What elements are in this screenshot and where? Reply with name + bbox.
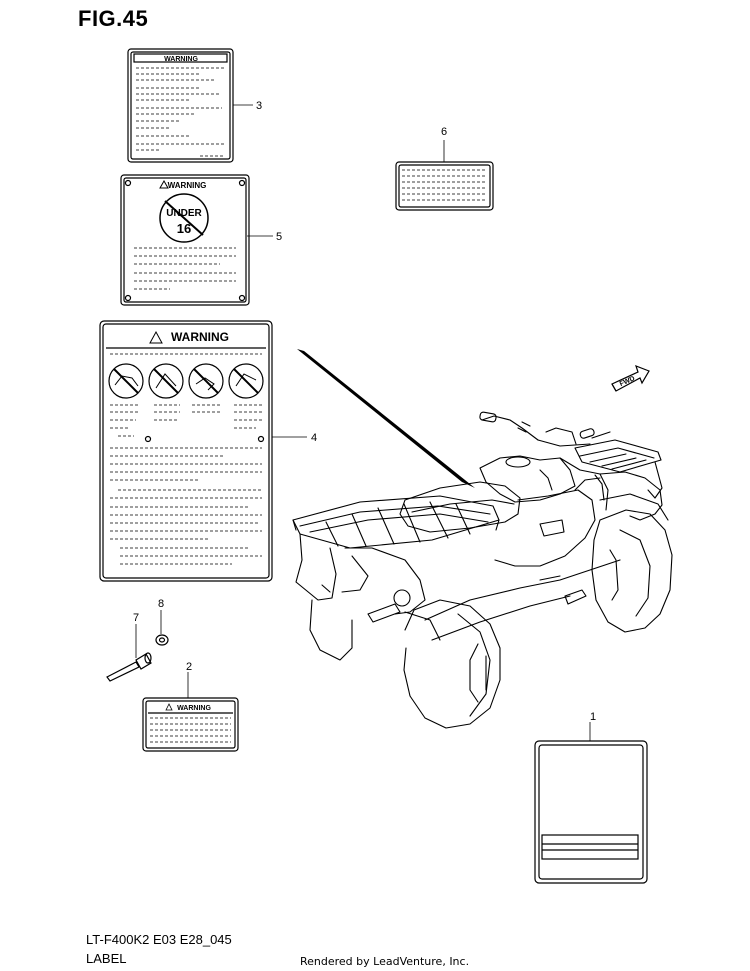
rivet-part-7[interactable]: [106, 652, 152, 682]
figure-title: FIG.45: [78, 6, 149, 31]
prohibition-circle: [159, 193, 209, 243]
label-part-6[interactable]: [395, 161, 494, 211]
label-part-3[interactable]: WARNING: [127, 48, 234, 163]
figure-caption: LABEL: [86, 951, 127, 966]
fwd-text: FWD: [619, 375, 636, 388]
fwd-arrow: FWD: [611, 364, 650, 392]
figure-code: LT-F400K2 E03 E28_045: [86, 932, 232, 947]
label-part-5[interactable]: WARNING UNDER 16: [120, 174, 250, 306]
rendered-by: Rendered by LeadVenture, Inc.: [300, 955, 470, 968]
callout-1[interactable]: 1: [590, 711, 596, 723]
washer-part-8[interactable]: [155, 634, 169, 646]
atv-illustration: [292, 411, 673, 729]
leader-lines: [135, 104, 591, 741]
label-part-4[interactable]: WARNING: [99, 320, 273, 582]
callout-6[interactable]: 6: [441, 126, 447, 138]
callout-2[interactable]: 2: [186, 661, 192, 673]
label-2-warning-text: WARNING: [177, 705, 211, 712]
label-3-warning-text: WARNING: [164, 56, 198, 63]
callout-3[interactable]: 3: [256, 100, 262, 112]
callout-5[interactable]: 5: [276, 231, 282, 243]
label-part-1[interactable]: [534, 740, 648, 884]
pictogram-row: [108, 363, 264, 399]
age-text: 16: [177, 221, 191, 236]
callout-4[interactable]: 4: [311, 432, 317, 444]
callout-7[interactable]: 7: [133, 612, 139, 624]
label-4-warning-text: WARNING: [171, 330, 229, 344]
label-part-2[interactable]: WARNING: [142, 697, 239, 752]
label-5-warning-text: WARNING: [168, 181, 207, 190]
callout-8[interactable]: 8: [158, 598, 164, 610]
pointer-arrow: [297, 349, 475, 488]
under-text: UNDER: [166, 208, 202, 219]
